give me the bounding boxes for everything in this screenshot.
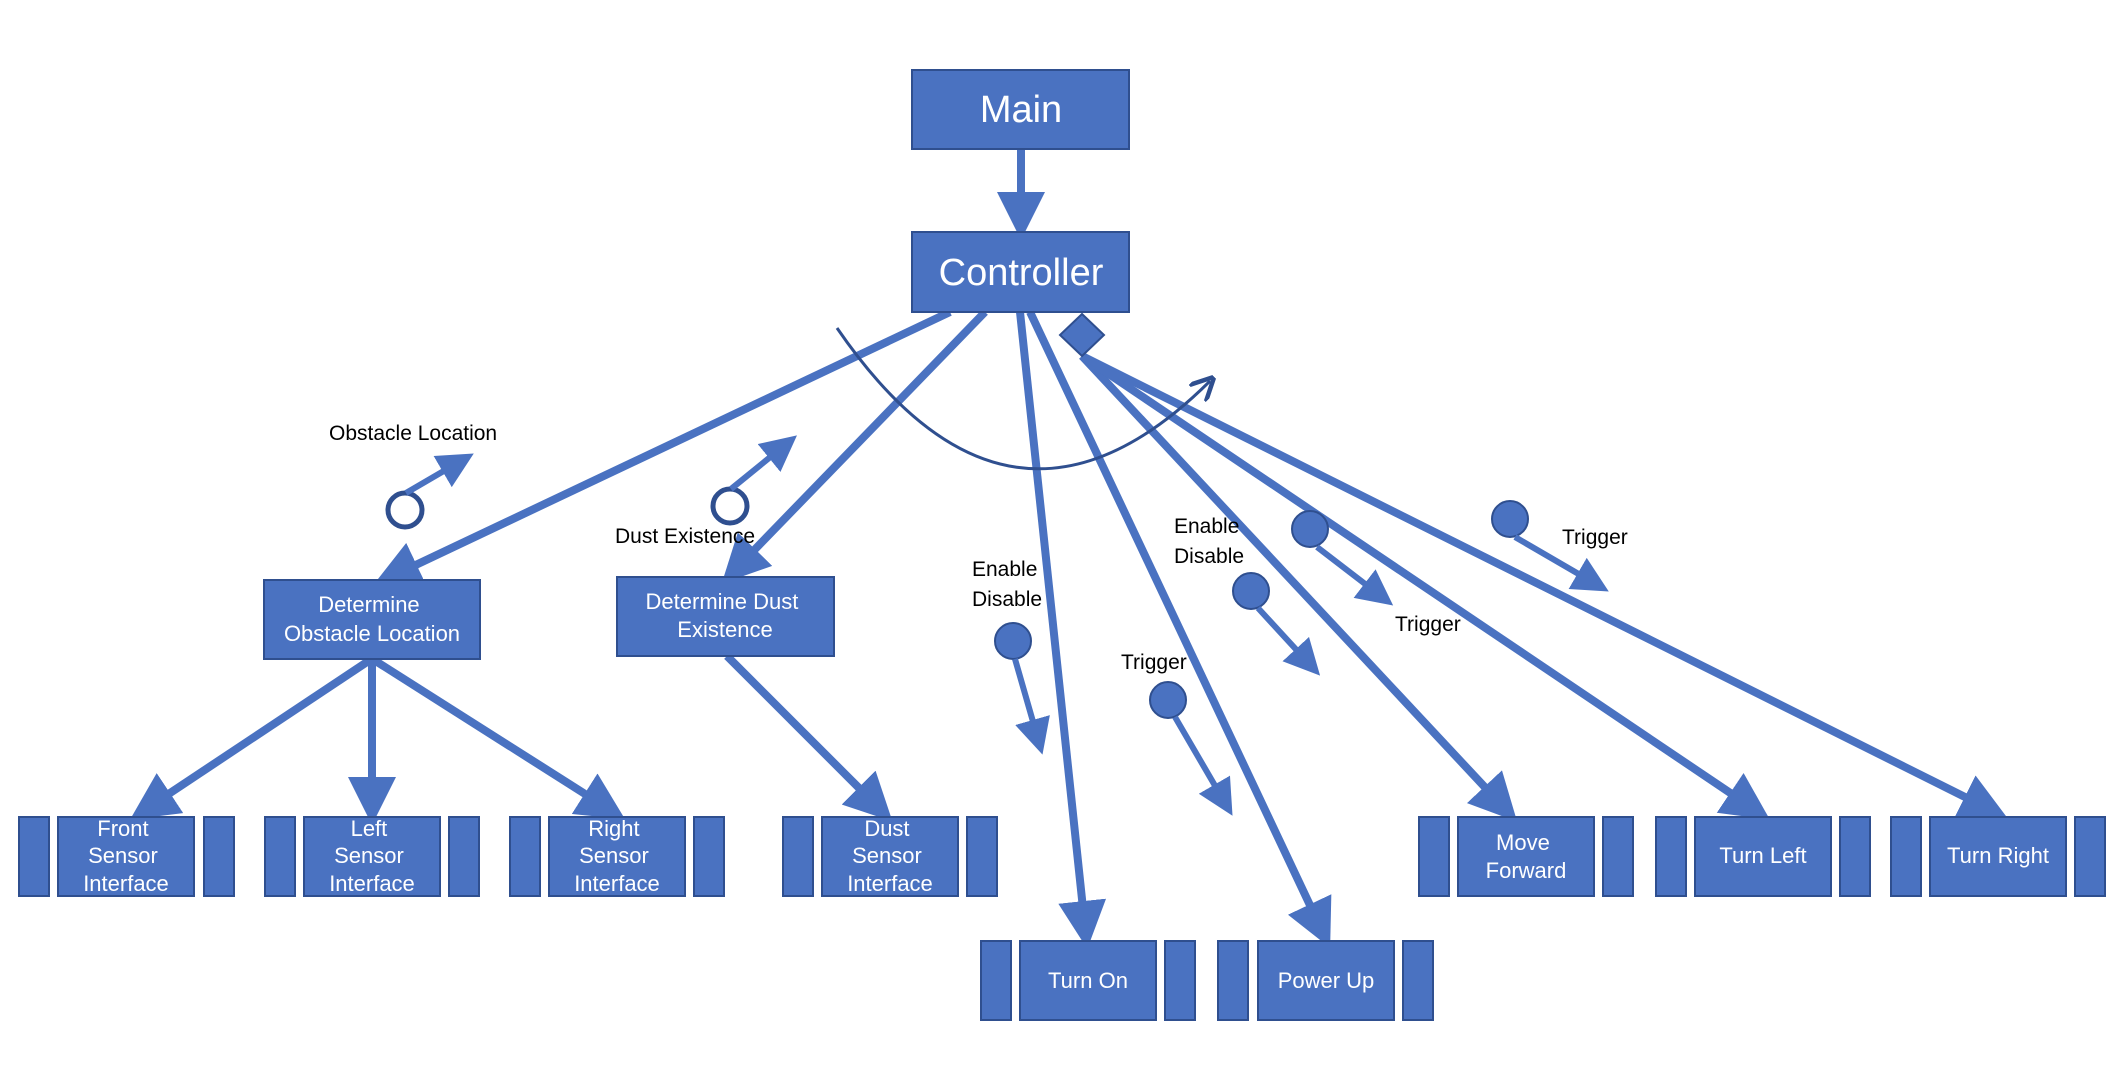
left-sensor-label: Left Sensor Interface: [329, 816, 415, 896]
turn-right-label: Turn Right: [1947, 843, 2049, 868]
turn-left-label: Turn Left: [1719, 843, 1806, 868]
edge-controller-determine-obstacle: [373, 308, 952, 587]
right-sensor-left-bar: [509, 816, 541, 897]
turn-on-left-bar: [980, 940, 1012, 1021]
determine-obstacle-label: Determine Obstacle Location: [284, 592, 460, 646]
conditional-diamond-icon: [1058, 312, 1106, 358]
determine-dust-label: Determine Dust Existence: [646, 589, 805, 642]
power-up-left-bar: [1217, 940, 1249, 1021]
right-sensor-right-bar: [693, 816, 725, 897]
module-boxes: [18, 69, 2106, 1021]
edge-dust-dust-sensor: [724, 653, 893, 822]
call-edges: [130, 150, 2008, 949]
flag-enable-disable-move-icon: [1232, 572, 1270, 610]
label-trigger-turnleft: Trigger: [1395, 613, 1461, 636]
main-label: Main: [980, 89, 1062, 131]
turn-right-box[interactable]: [1929, 816, 2067, 897]
turn-left-box[interactable]: [1694, 816, 1832, 897]
edge-obstacle-front-sensor: [130, 656, 373, 820]
turn-on-right-bar: [1164, 940, 1196, 1021]
data-couple-obstacle-arrow: [404, 453, 474, 496]
data-couple-dust-icon: [710, 486, 750, 526]
front-sensor-label: Front Sensor Interface: [83, 816, 169, 896]
controller-box[interactable]: [911, 231, 1130, 313]
data-couple-dust-arrow: [729, 435, 797, 492]
edge-controller-turn-on: [1016, 311, 1107, 949]
label-dust-existence: Dust Existence: [615, 525, 755, 548]
label-enable-disable-turnon: Enable Disable: [972, 558, 1043, 611]
flag-enable-disable-turnon-arrow: [1012, 658, 1050, 755]
data-couple-obstacle-icon: [385, 490, 425, 530]
label-trigger-turnright: Trigger: [1562, 526, 1628, 549]
flag-enable-disable-move-arrow: [1255, 605, 1321, 676]
front-sensor-left-bar: [18, 816, 50, 897]
power-up-right-bar: [1402, 940, 1434, 1021]
flag-trigger-powerup-icon: [1149, 681, 1187, 719]
main-box[interactable]: [911, 69, 1130, 150]
left-sensor-box[interactable]: [303, 816, 441, 897]
turn-right-left-bar: [1890, 816, 1922, 897]
turn-on-box[interactable]: [1019, 940, 1157, 1021]
edge-controller-turn-left: [1079, 352, 1770, 820]
dust-sensor-right-bar: [966, 816, 998, 897]
flag-enable-disable-turnon-icon: [994, 622, 1032, 660]
move-forward-box[interactable]: [1457, 816, 1595, 897]
edge-controller-determine-dust: [721, 309, 988, 584]
iteration-loop-arc: [835, 327, 1210, 471]
determine-obstacle-box[interactable]: [263, 579, 481, 660]
front-sensor-box[interactable]: [57, 816, 195, 897]
power-up-box[interactable]: [1257, 940, 1395, 1021]
move-forward-left-bar: [1418, 816, 1450, 897]
label-trigger-powerup: Trigger: [1121, 651, 1187, 674]
flag-trigger-powerup-arrow: [1172, 715, 1233, 816]
couples: [385, 435, 1609, 816]
dust-sensor-left-bar: [782, 816, 814, 897]
turn-left-right-bar: [1839, 816, 1871, 897]
move-forward-label: Move Forward: [1486, 830, 1567, 883]
right-sensor-box[interactable]: [548, 816, 686, 897]
flag-trigger-turnright-icon: [1491, 500, 1529, 538]
flag-trigger-turnleft-icon: [1291, 510, 1329, 548]
left-sensor-right-bar: [448, 816, 480, 897]
turn-right-right-bar: [2074, 816, 2106, 897]
dust-sensor-label: Dust Sensor Interface: [847, 816, 933, 896]
controller-label: Controller: [939, 252, 1104, 294]
edge-controller-turn-right: [1080, 352, 2008, 819]
label-obstacle-location: Obstacle Location: [329, 422, 497, 445]
dust-sensor-box[interactable]: [821, 816, 959, 897]
flag-trigger-turnleft-arrow: [1315, 544, 1394, 606]
power-up-label: Power Up: [1278, 968, 1375, 993]
flag-trigger-turnright-arrow: [1513, 534, 1609, 592]
right-sensor-label: Right Sensor Interface: [574, 816, 660, 896]
left-sensor-left-bar: [264, 816, 296, 897]
edge-controller-move-forward: [1079, 353, 1518, 822]
label-enable-disable-move: Enable Disable: [1174, 515, 1245, 568]
determine-dust-box[interactable]: [616, 576, 835, 657]
turn-left-left-bar: [1655, 816, 1687, 897]
turn-on-label: Turn On: [1048, 968, 1128, 993]
front-sensor-right-bar: [203, 816, 235, 897]
edge-obstacle-right-sensor: [371, 656, 626, 820]
move-forward-right-bar: [1602, 816, 1634, 897]
edge-controller-power-up: [1026, 310, 1332, 948]
